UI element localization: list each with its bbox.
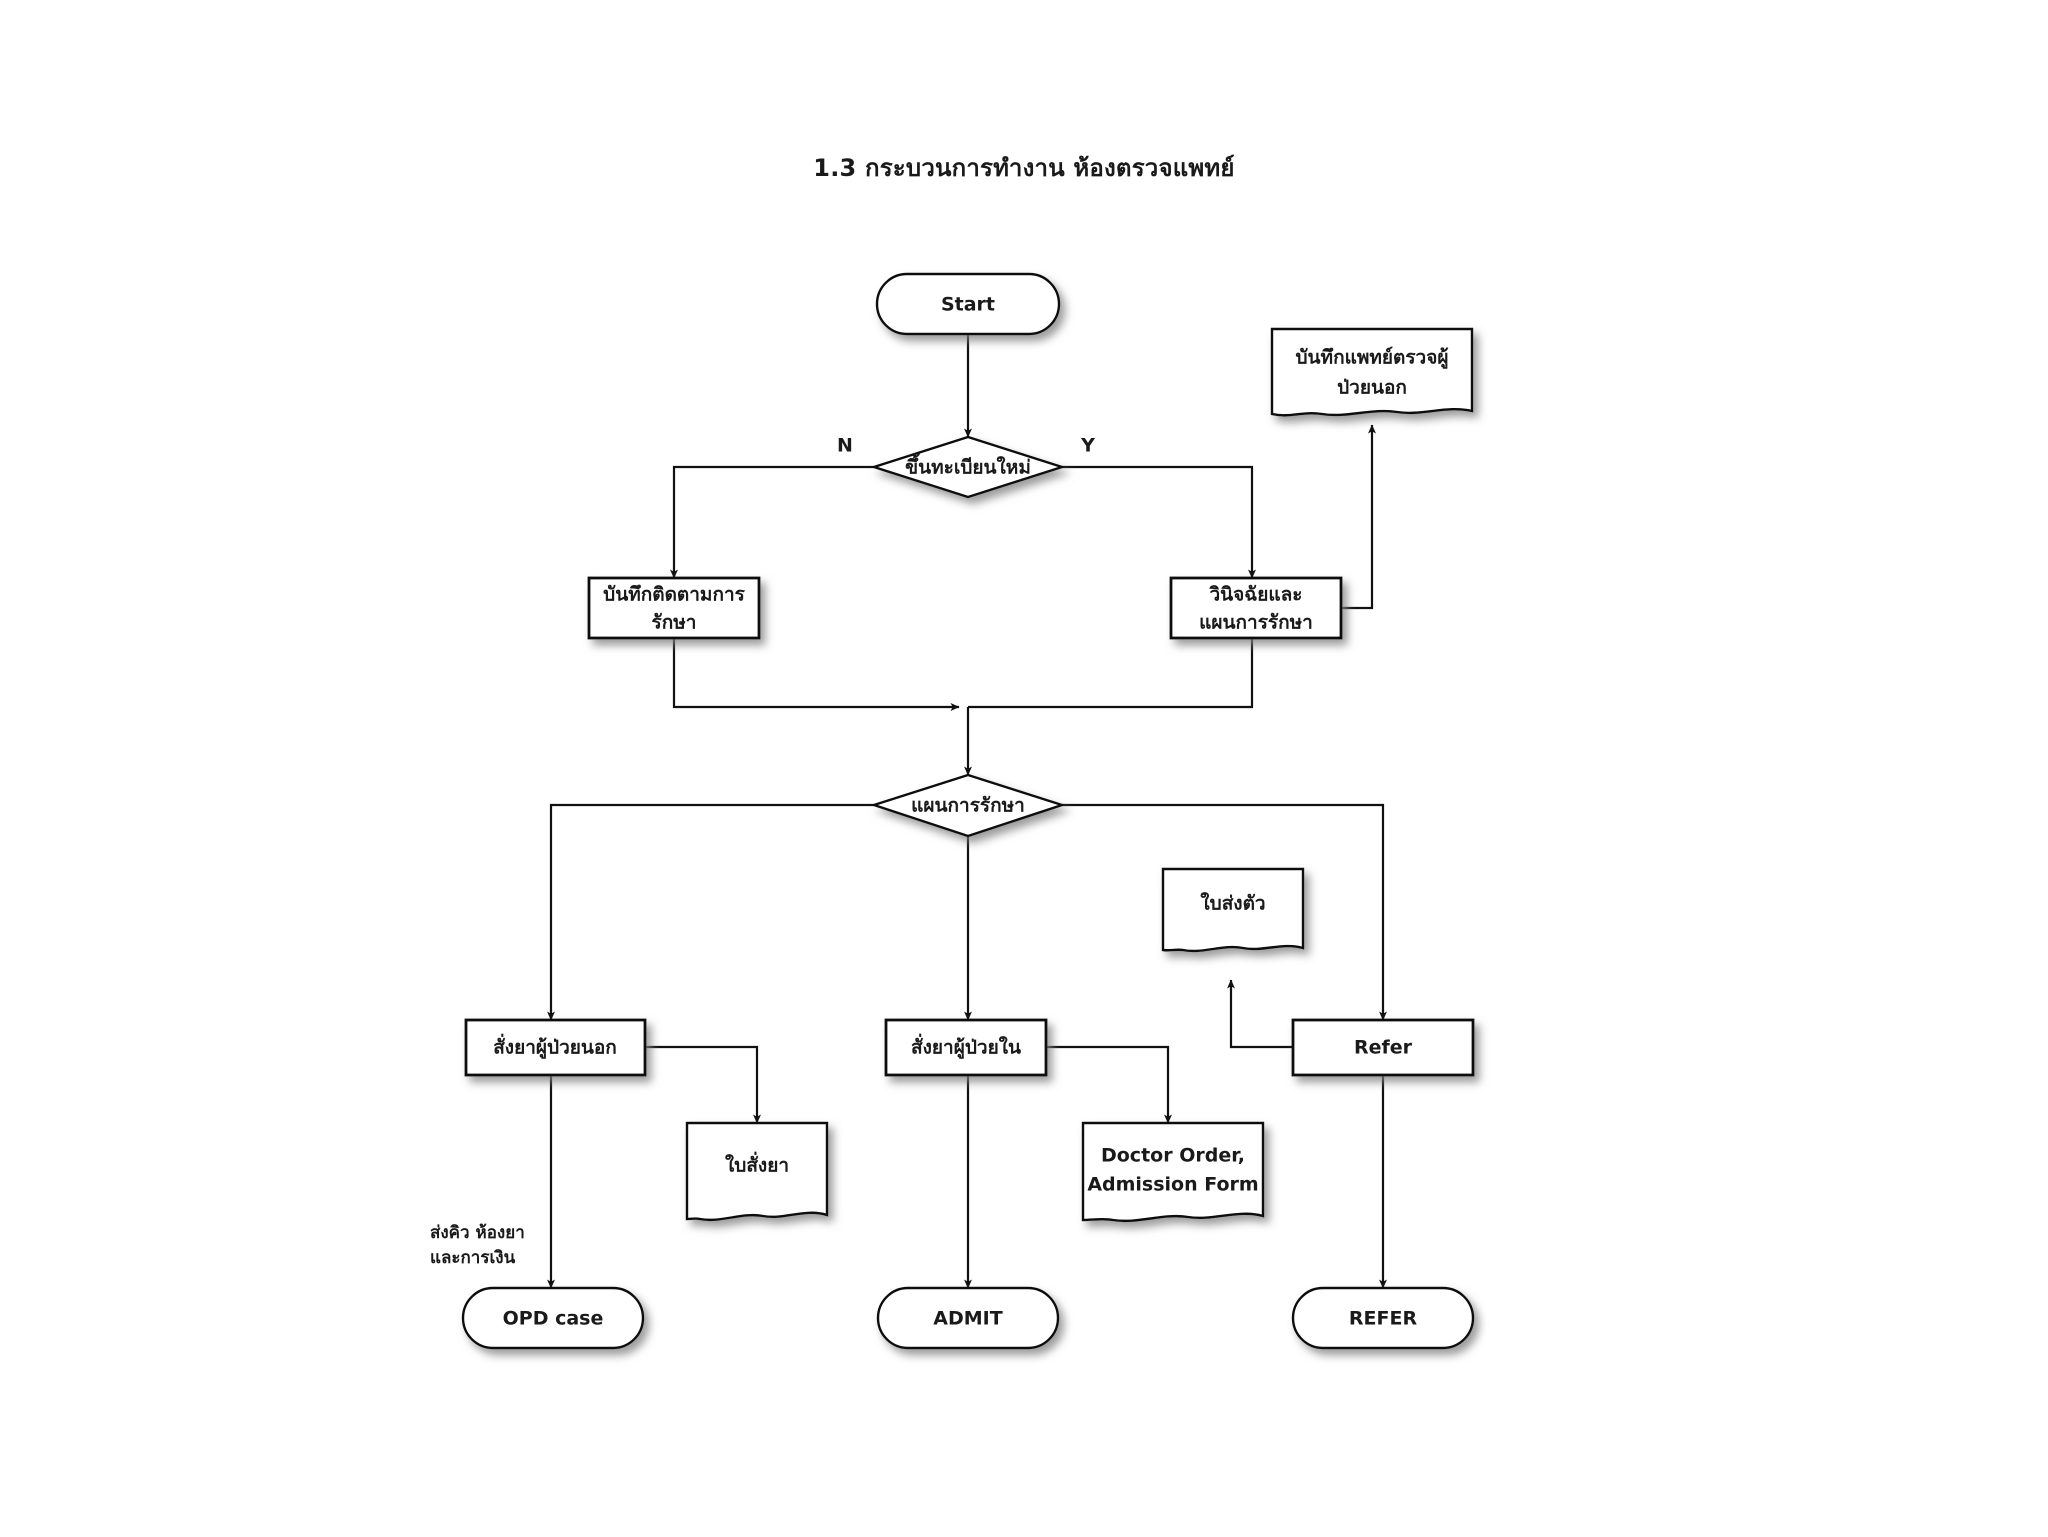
doc-exam-label-line2: ป่วยนอก (1337, 377, 1407, 399)
node-end-opd[interactable]: OPD case (461, 1286, 645, 1350)
end-opd-shape (461, 1286, 645, 1350)
start-label: Start (941, 294, 995, 316)
dec-register-shape (870, 435, 1066, 499)
node-doc-order[interactable]: Doctor Order, Admission Form (1081, 1121, 1265, 1223)
proc-follow-shape (587, 576, 761, 640)
end-admit-label: ADMIT (933, 1308, 1002, 1330)
node-end-refer[interactable]: REFER (1291, 1286, 1475, 1350)
proc-follow-label-line1: บันทึกติดตามการ (603, 584, 745, 606)
edge-follow-to-merge (672, 637, 960, 711)
edge-label-yes: Y (1080, 435, 1095, 457)
dec-plan-shape (870, 773, 1066, 838)
node-proc-follow[interactable]: บันทึกติดตามการ รักษา (587, 576, 761, 640)
node-doc-rx[interactable]: ใบสั่งยา (685, 1121, 829, 1222)
node-doc-exam[interactable]: บันทึกแพทย์ตรวจผู้ ป่วยนอก (1270, 327, 1474, 417)
proc-diag-label-line1: วินิจฉัยและ (1209, 584, 1302, 606)
edge-diag-to-doc-exam (1341, 424, 1376, 610)
edge-label-no: N (837, 435, 853, 457)
doc-rx-label: ใบสั่งยา (725, 1152, 789, 1177)
node-proc-diag[interactable]: วินิจฉัยและ แผนการรักษา (1169, 576, 1343, 640)
end-admit-shape (876, 1286, 1060, 1350)
node-dec-plan[interactable]: แผนการรักษา (870, 773, 1066, 838)
proc-refer-shape (1291, 1018, 1475, 1077)
end-refer-shape (1291, 1286, 1475, 1350)
node-start[interactable]: Start (875, 272, 1061, 336)
edge-plan-to-refer (1062, 803, 1387, 1021)
dec-plan-label: แผนการรักษา (911, 795, 1025, 817)
node-doc-refer[interactable]: ใบส่งตัว (1161, 867, 1305, 953)
doc-exam-label-line1: บันทึกแพทย์ตรวจผู้ (1296, 347, 1449, 370)
doc-refer-label: ใบส่งตัว (1200, 892, 1265, 915)
start-shape (875, 272, 1061, 336)
edge-refer-to-doc-refer (1227, 979, 1293, 1049)
proc-opd-rx-shape (464, 1018, 647, 1077)
edge-register-no (670, 465, 874, 579)
doc-order-label-line2: Admission Form (1087, 1174, 1258, 1196)
doc-exam-shape (1270, 327, 1474, 417)
edge-diag-to-merge (968, 637, 1254, 709)
proc-diag-shape (1169, 576, 1343, 640)
doc-refer-shape (1161, 867, 1305, 953)
proc-ipd-rx-label: สั่งยาผู้ป่วยใน (911, 1034, 1021, 1060)
doc-order-label-line1: Doctor Order, (1101, 1145, 1245, 1167)
edge-plan-to-opd-rx (547, 803, 874, 1021)
node-dec-register[interactable]: ขึ้นทะเบียนใหม่ (870, 435, 1066, 499)
edge-label-queue-line2: และการเงิน (430, 1248, 516, 1268)
proc-diag-label-line2: แผนการรักษา (1199, 612, 1313, 634)
node-proc-opd-rx[interactable]: สั่งยาผู้ป่วยนอก (464, 1018, 647, 1077)
proc-refer-label: Refer (1354, 1037, 1413, 1059)
proc-ipd-rx-shape (884, 1018, 1048, 1077)
doc-order-shape (1081, 1121, 1265, 1223)
node-proc-ipd-rx[interactable]: สั่งยาผู้ป่วยใน (884, 1018, 1048, 1077)
edge-ipd-rx-to-doc-order (1046, 1045, 1172, 1124)
edge-opd-rx-to-doc-rx (645, 1045, 761, 1124)
node-end-admit[interactable]: ADMIT (876, 1286, 1060, 1350)
end-opd-label: OPD case (503, 1308, 604, 1330)
node-proc-refer[interactable]: Refer (1291, 1018, 1475, 1077)
end-refer-label: REFER (1349, 1308, 1418, 1330)
page-title: 1.3 กระบวนการทำงาน ห้องตรวจแพทย์ (813, 154, 1235, 182)
edge-register-yes (1062, 465, 1256, 579)
connector-layer (547, 333, 1387, 1289)
doc-rx-shape (685, 1121, 829, 1222)
proc-opd-rx-label: สั่งยาผู้ป่วยนอก (493, 1034, 617, 1060)
edge-label-queue-line1: ส่งคิว ห้องยา (430, 1223, 525, 1243)
proc-follow-label-line2: รักษา (652, 612, 697, 634)
dec-register-label: ขึ้นทะเบียนใหม่ (905, 453, 1031, 479)
